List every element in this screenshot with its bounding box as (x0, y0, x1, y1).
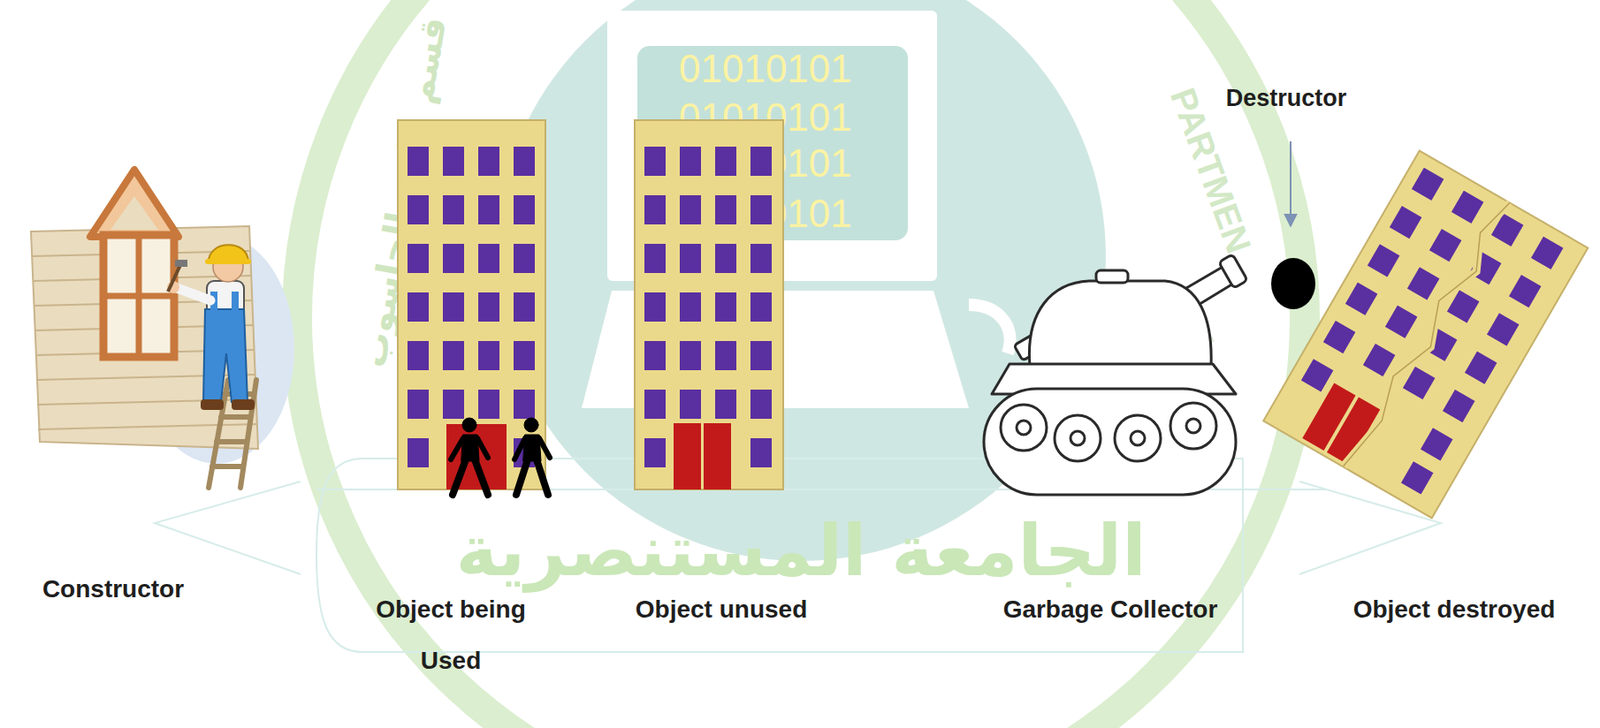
walking-person (450, 418, 550, 496)
stage-caption-node: Object destroyed (1317, 584, 1592, 636)
stage-caption-node: Object unused (588, 584, 854, 636)
destroyed-building (1263, 151, 1588, 519)
stage-caption-node: Garbage Collector (972, 584, 1249, 636)
university-watermark: الجامعة المستنصرية (358, 510, 1243, 593)
stage-caption: Object being Used (353, 584, 549, 687)
destructor-pointer (1271, 141, 1316, 310)
stage-caption: Garbage Collector (972, 584, 1249, 636)
building-in-use (397, 120, 550, 496)
building-unused (634, 120, 784, 490)
stage-caption: Object unused (588, 584, 854, 636)
stage-caption: Object destroyed (1317, 584, 1592, 636)
binary-watermark: 01010101 (678, 46, 874, 92)
stage-caption-node: Object being Used (353, 584, 549, 687)
constructor-illustration (30, 169, 295, 488)
callout-label: Destructor (1197, 84, 1375, 113)
stage-caption: Constructor (15, 563, 211, 616)
stage-caption-node: Constructor (15, 563, 211, 616)
watermark-logo (154, 0, 1441, 728)
tank-garbage-collector (983, 254, 1248, 496)
